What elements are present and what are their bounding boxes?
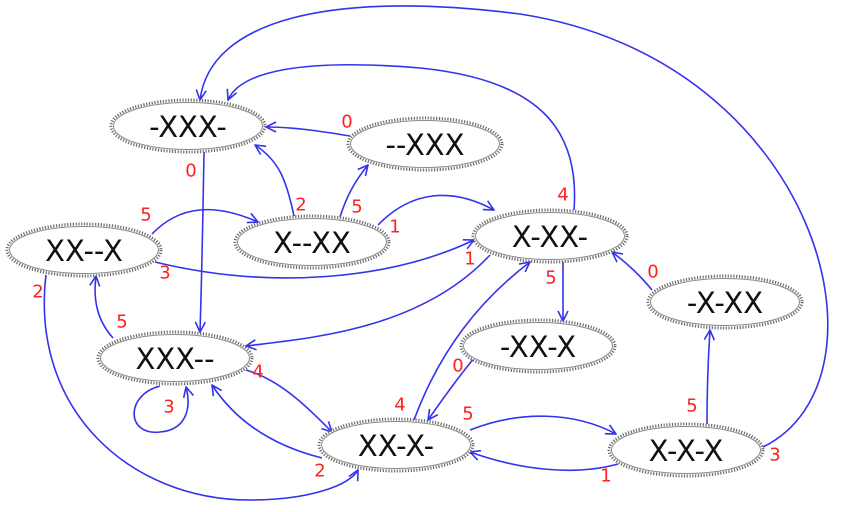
edge-labels-layer: 0 0 2 5 1 5 3 2 4 1 5 0 5 3 4 0 4 2 5 1 5 3 (32, 112, 780, 487)
node-label: -XXX- (149, 110, 227, 144)
edge-dash_xx_x-to-xx_x_dash (428, 356, 476, 420)
edge-label: 1 (600, 466, 611, 487)
node-ellipse (471, 208, 629, 264)
node-inner-ring (650, 278, 800, 326)
edge-x_xx_dash-to-xxx_start (246, 254, 491, 346)
edge-xx_x_dash-to-x_x_x (469, 415, 616, 434)
node-inner-ring (463, 322, 613, 370)
node-dash-x-xx: -X-XX (646, 274, 804, 330)
node-inner-ring (113, 102, 263, 150)
edge-label: 2 (295, 195, 306, 216)
node-ellipse (346, 116, 504, 172)
edge-label: 5 (686, 396, 697, 417)
node-ellipse (96, 330, 254, 386)
edge-label: 5 (351, 197, 362, 218)
edge-x_x_x-to-xx_x_dash (470, 452, 619, 471)
node-ellipse (317, 417, 475, 473)
edge-label: 1 (464, 249, 475, 270)
node-ellipse (233, 214, 391, 270)
edge-dash_x_xx-to-x_xx_dash (612, 252, 653, 291)
edge-label: 5 (140, 205, 151, 226)
node-label: --XXX (385, 128, 464, 162)
edge-label: 0 (341, 112, 352, 133)
edge-x_xx_dash-to-xxx_mid (228, 64, 576, 211)
node-inner-ring (100, 334, 250, 382)
node-label: XX-X- (358, 429, 434, 463)
edge-label: 0 (647, 262, 658, 283)
edge-xxx_start-to-xxx_start (133, 385, 188, 433)
node-label: -XX-X (500, 330, 576, 364)
edge-xx_x_dash-to-xxx_start (212, 385, 323, 459)
edge-xx_x-to-x_xx (151, 208, 258, 235)
edge-label: 3 (159, 263, 170, 284)
node-inner-ring (321, 421, 471, 469)
edge-xx_x-to-x_xx_dash (154, 240, 474, 279)
node-inner-ring (475, 212, 625, 260)
node-xx-x: XX--X (5, 222, 163, 278)
edge-x_x_x-to-dash_x_xx (707, 330, 710, 425)
edge-label: 3 (163, 397, 174, 418)
node-label: X-XX- (512, 220, 588, 254)
edge-xxx_mid-to-xxx_start (200, 151, 204, 332)
node-ellipse (459, 318, 617, 374)
edge-label: 0 (452, 356, 463, 377)
node-ellipse (646, 274, 804, 330)
edge-label: 5 (462, 404, 473, 425)
node-label: X-X-X (649, 434, 724, 468)
node-xx-x-dash: XX-X- (317, 417, 475, 473)
node-inner-ring (9, 226, 159, 274)
node-inner-ring (237, 218, 387, 266)
edge-xxx_start-to-xx_x_dash (245, 369, 332, 432)
edge-label: 1 (389, 217, 400, 238)
node-xxx-mid: -XXX- (109, 98, 267, 154)
edge-xxx_end-to-xxx_mid (266, 127, 351, 137)
node-ellipse (5, 222, 163, 278)
node-x-x-x: X-X-X (607, 422, 765, 478)
edge-label: 4 (557, 185, 568, 206)
edge-xx_x_dash-to-x_xx_dash (413, 262, 530, 421)
edge-x_xx-to-xxx_end (339, 165, 368, 218)
node-inner-ring (611, 426, 761, 474)
edge-xx_x-to-xx_x_dash (43, 274, 358, 501)
edge-x_x_x-to-xxx_mid (200, 5, 829, 448)
node-ellipse (109, 98, 267, 154)
edge-label: 5 (545, 268, 556, 289)
node-dash-xx-x: -XX-X (459, 318, 617, 374)
node-label: XX--X (45, 234, 123, 268)
edge-label: 2 (314, 461, 325, 482)
edge-label: 2 (32, 282, 43, 303)
edge-label: 4 (252, 362, 263, 383)
node-label: XXX-- (135, 342, 214, 376)
nodes-layer: -XXX- --XXX XX--X X--XX X-XX- -X-XX XXX-- -XX-X… (5, 98, 804, 478)
edge-label: 3 (769, 445, 780, 466)
node-xxx-start: XXX-- (96, 330, 254, 386)
node-label: -X-XX (687, 286, 763, 320)
edge-label: 0 (185, 161, 196, 182)
node-x-xx-dash: X-XX- (471, 208, 629, 264)
edge-x_xx-to-x_xx_dash (377, 194, 494, 226)
node-xxx-end: --XXX (346, 116, 504, 172)
node-x-xx: X--XX (233, 214, 391, 270)
edge-x_xx-to-xxx_mid (255, 145, 295, 217)
node-inner-ring (350, 120, 500, 168)
edges-layer (43, 5, 829, 501)
node-label: X--XX (273, 226, 351, 260)
edge-xxx_start-to-xx_x (95, 276, 114, 339)
node-ellipse (607, 422, 765, 478)
edge-label: 4 (394, 395, 405, 416)
edge-label: 5 (116, 312, 127, 333)
